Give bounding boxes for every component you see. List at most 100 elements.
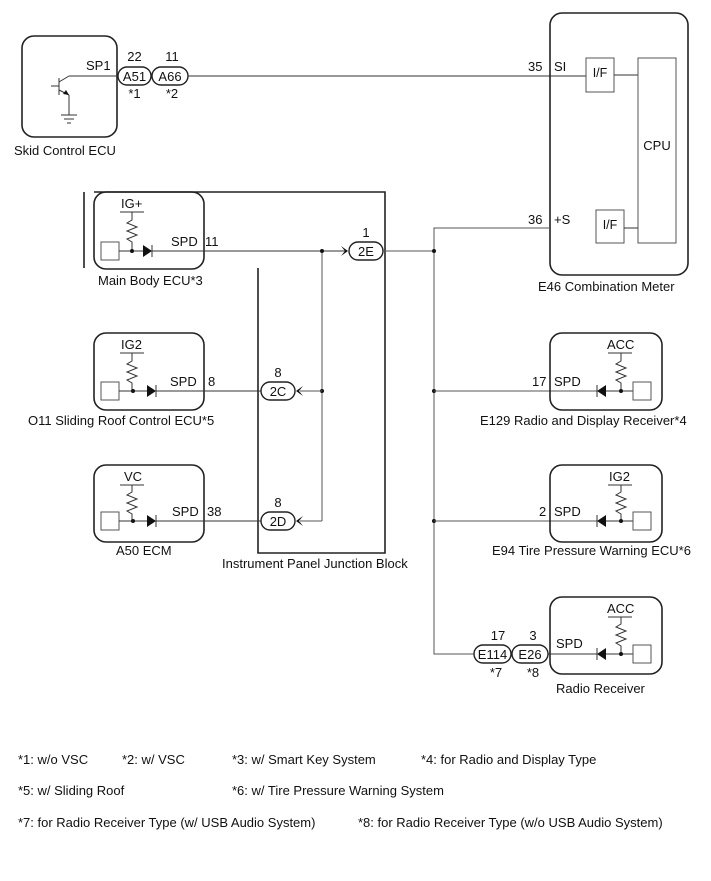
connector-a66: A66 11 *2 xyxy=(151,49,189,101)
connector-e26-id: E26 xyxy=(518,647,541,662)
meter-pin-si-number: 35 xyxy=(528,59,542,74)
radio-display-receiver: ACC 17 SPD E129 Radio and Display Receiv… xyxy=(480,332,687,428)
combination-meter-box xyxy=(549,12,689,276)
tire-pressure-box xyxy=(549,464,663,543)
connector-e114-id: E114 xyxy=(478,647,507,662)
radio-display-box xyxy=(549,332,663,411)
ground-icon xyxy=(61,114,77,124)
connector-e114: E114 17 *7 xyxy=(473,628,512,680)
tire-pressure-supply: IG2 xyxy=(609,469,630,484)
diode-icon xyxy=(147,515,157,527)
tire-pressure-pin-name: SPD xyxy=(554,504,581,519)
connector-2e-pin: 1 xyxy=(362,225,369,240)
transistor-icon xyxy=(51,75,70,115)
meter-if-top-label: I/F xyxy=(593,66,608,80)
radio-display-pin-name: SPD xyxy=(554,374,581,389)
note-6: *6: w/ Tire Pressure Warning System xyxy=(232,783,444,798)
ecm: VC SPD 38 A50 ECM xyxy=(93,464,261,558)
connector-e26: E26 3 *8 xyxy=(511,628,549,680)
combination-meter: 35 SI I/F CPU 36 +S I/F E46 Combination … xyxy=(528,12,689,294)
connector-a51: A51 22 *1 xyxy=(117,49,152,101)
skid-ecu-pin-name: SP1 xyxy=(86,58,111,73)
connector-a66-id: A66 xyxy=(158,69,181,84)
connector-2c-id: 2C xyxy=(270,384,287,399)
ecm-supply: VC xyxy=(124,469,142,484)
radio-receiver-input-square xyxy=(632,644,652,664)
connector-a66-note: *2 xyxy=(166,86,178,101)
main-body-pin-name: SPD xyxy=(171,234,198,249)
connector-a66-pin: 11 xyxy=(165,49,179,64)
main-body-pin-number: 11 xyxy=(205,234,219,249)
sliding-roof-ecu-label: O11 Sliding Roof Control ECU*5 xyxy=(28,413,214,428)
connector-a51-pin: 22 xyxy=(127,49,141,64)
wire-spd-bus xyxy=(433,227,550,655)
ecm-pin-number: 38 xyxy=(207,504,221,519)
connector-a51-id: A51 xyxy=(123,69,146,84)
junction-block-label: Instrument Panel Junction Block xyxy=(222,556,408,571)
skid-ecu-label: Skid Control ECU xyxy=(14,143,116,158)
radio-display-label: E129 Radio and Display Receiver*4 xyxy=(480,413,687,428)
note-3: *3: w/ Smart Key System xyxy=(232,752,376,767)
note-7: *7: for Radio Receiver Type (w/ USB Audi… xyxy=(18,815,315,830)
diode-icon xyxy=(596,385,606,397)
note-5: *5: w/ Sliding Roof xyxy=(18,783,125,798)
radio-receiver-pin-name: SPD xyxy=(556,636,583,651)
meter-pin-s-number: 36 xyxy=(528,212,542,227)
connector-2e: 2E 1 xyxy=(341,225,384,261)
tire-pressure-input-square xyxy=(632,511,652,531)
diode-icon xyxy=(596,515,606,527)
radio-display-supply: ACC xyxy=(607,337,634,352)
sliding-roof-ecu: IG2 SPD 8 O11 Sliding Roof Control ECU*5 xyxy=(28,332,261,428)
meter-if-bottom-label: I/F xyxy=(603,218,618,232)
note-1: *1: w/o VSC xyxy=(18,752,88,767)
ecm-box xyxy=(93,464,205,543)
connector-e114-note: *7 xyxy=(490,665,502,680)
radio-display-pin-number: 17 xyxy=(532,374,546,389)
skid-control-ecu: SP1 Skid Control ECU xyxy=(14,35,118,158)
sliding-roof-ecu-box xyxy=(93,332,205,411)
main-body-ecu-label: Main Body ECU*3 xyxy=(98,273,203,288)
ecm-input-square xyxy=(100,511,120,531)
note-4: *4: for Radio and Display Type xyxy=(421,752,596,767)
junction-block-outline xyxy=(94,191,386,554)
meter-cpu xyxy=(637,57,677,244)
sliding-roof-input-square xyxy=(100,381,120,401)
meter-pin-s-name: +S xyxy=(554,212,571,227)
tire-pressure-ecu: IG2 2 SPD E94 Tire Pressure Warning ECU*… xyxy=(492,464,691,558)
connector-2d-id: 2D xyxy=(270,514,287,529)
connector-2d-pin: 8 xyxy=(274,495,281,510)
radio-receiver-box xyxy=(549,596,663,675)
connector-2e-id: 2E xyxy=(358,244,374,259)
diode-icon xyxy=(147,385,157,397)
connector-e26-pin: 3 xyxy=(529,628,536,643)
radio-receiver: ACC SPD Radio Receiver xyxy=(548,596,663,696)
ecm-label: A50 ECM xyxy=(116,543,172,558)
skid-control-ecu-box xyxy=(21,35,118,138)
diode-icon xyxy=(596,648,606,660)
meter-cpu-label: CPU xyxy=(643,138,670,153)
radio-receiver-label: Radio Receiver xyxy=(556,681,646,696)
connector-a51-note: *1 xyxy=(128,86,140,101)
radio-display-input-square xyxy=(632,381,652,401)
note-8: *8: for Radio Receiver Type (w/o USB Aud… xyxy=(358,815,663,830)
connector-2d: 2D 8 xyxy=(260,495,303,531)
sliding-roof-pin-name: SPD xyxy=(170,374,197,389)
meter-if-bottom xyxy=(595,209,625,244)
connector-e26-note: *8 xyxy=(527,665,539,680)
ecm-pin-name: SPD xyxy=(172,504,199,519)
meter-pin-si-name: SI xyxy=(554,59,566,74)
radio-receiver-supply: ACC xyxy=(607,601,634,616)
connector-e114-pin: 17 xyxy=(491,628,505,643)
connector-2c-pin: 8 xyxy=(274,365,281,380)
main-body-ecu-box xyxy=(93,191,205,270)
main-body-input-square xyxy=(100,241,120,261)
main-body-supply: IG+ xyxy=(121,196,142,211)
main-body-ecu: IG+ SPD 11 Main Body ECU*3 xyxy=(93,191,346,288)
tire-pressure-pin-number: 2 xyxy=(539,504,546,519)
diode-icon xyxy=(143,245,153,257)
sliding-roof-pin-number: 8 xyxy=(208,374,215,389)
connector-2c: 2C 8 xyxy=(260,365,303,401)
junction-block: Instrument Panel Junction Block xyxy=(83,191,408,571)
tire-pressure-label: E94 Tire Pressure Warning ECU*6 xyxy=(492,543,691,558)
